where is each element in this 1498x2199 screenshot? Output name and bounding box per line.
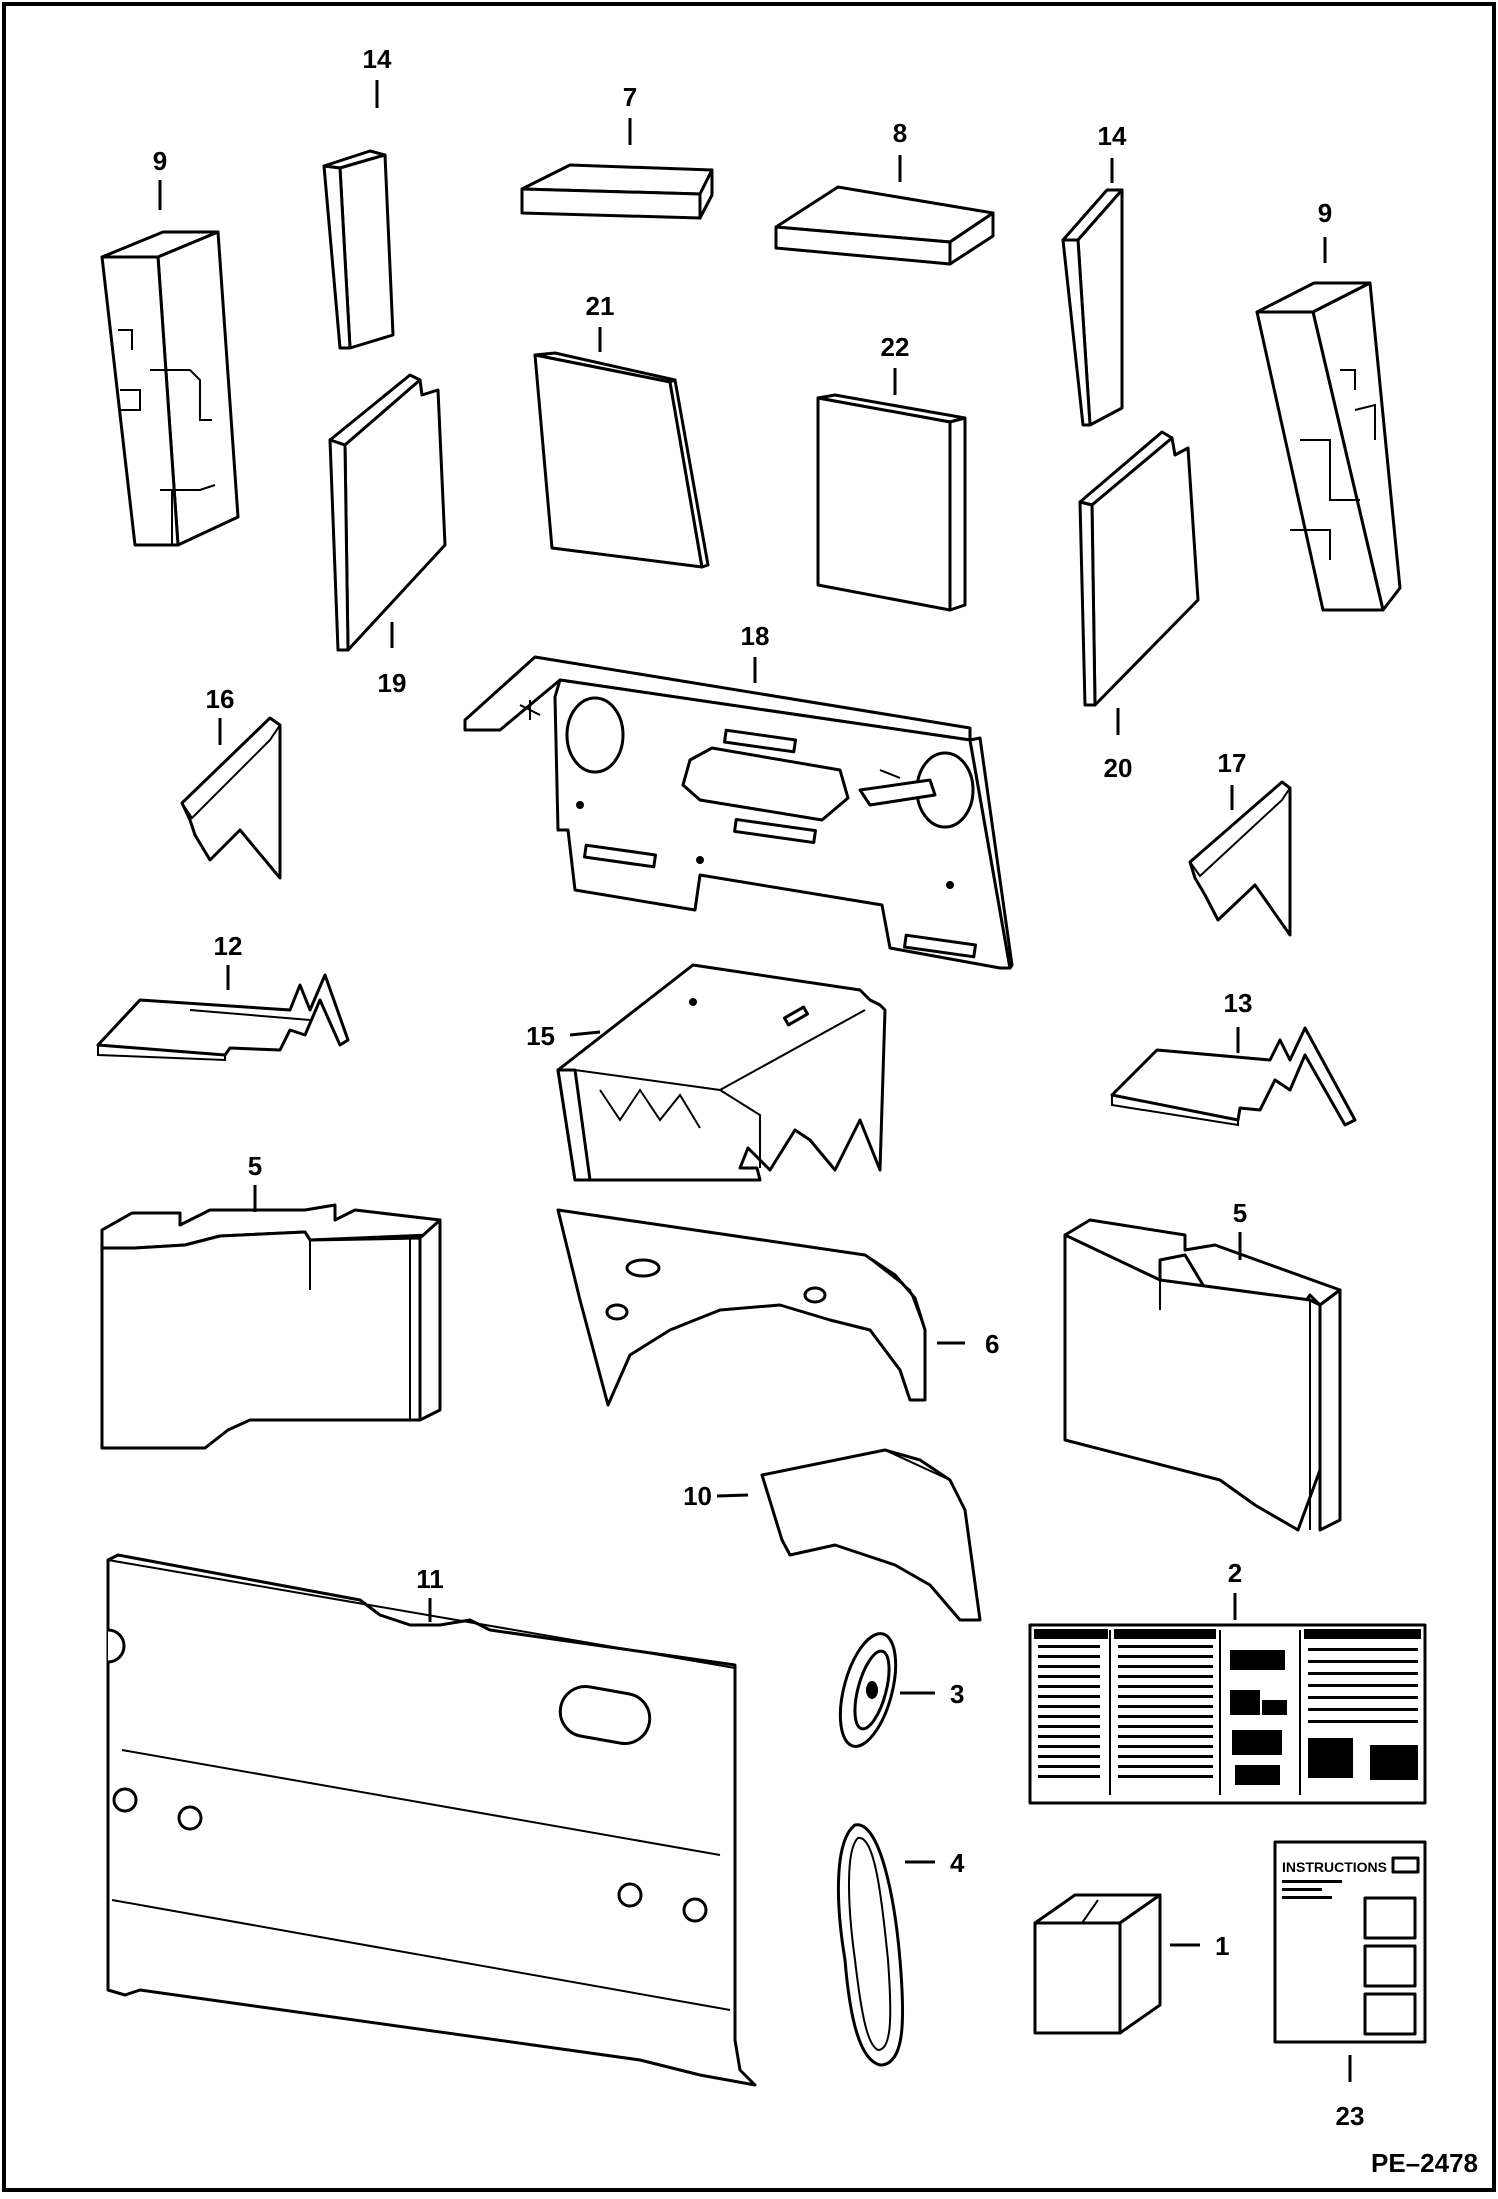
part-17-foam-corner bbox=[1188, 780, 1292, 937]
part-22-foam-panel bbox=[816, 393, 967, 612]
part-16-foam-corner bbox=[180, 716, 282, 880]
callout-label: 21 bbox=[586, 291, 615, 321]
part-18-rear-panel bbox=[463, 655, 1014, 970]
callout-label: 14 bbox=[1098, 121, 1127, 151]
part-12-foam-strip bbox=[1061, 188, 1124, 427]
callout-label: 6 bbox=[985, 1329, 999, 1359]
callout-label: 22 bbox=[881, 332, 910, 362]
callout-label: 23 bbox=[1336, 2101, 1365, 2131]
callout-label: 14 bbox=[363, 44, 392, 74]
leader-lines bbox=[158, 80, 1352, 2082]
callout-label: 17 bbox=[1218, 748, 1247, 778]
part-5-left-foam-block bbox=[100, 1203, 442, 1450]
part-9-right-foam-block bbox=[1255, 281, 1402, 612]
callout-label: 9 bbox=[1318, 198, 1332, 228]
callout-label: 20 bbox=[1104, 753, 1133, 783]
callout-label: 2 bbox=[1228, 1558, 1242, 1588]
callout-label: 13 bbox=[1224, 988, 1253, 1018]
part-21-foam-panel bbox=[533, 351, 710, 569]
callout-label: 5 bbox=[1233, 1198, 1247, 1228]
part-13-foam-strip bbox=[322, 149, 395, 350]
callout-label: 10 bbox=[683, 1481, 712, 1511]
part-14-right-foam-channel bbox=[1110, 1026, 1357, 1127]
callout-label: 8 bbox=[893, 118, 907, 148]
part-9-left-foam-block bbox=[100, 230, 240, 547]
callout-label: 11 bbox=[416, 1564, 444, 1594]
callout-label: 15 bbox=[526, 1021, 555, 1051]
part-3-pulley bbox=[838, 1632, 898, 1748]
part-19-foam-panel bbox=[328, 373, 447, 652]
part-23-instructions-sheet: INSTRUCTIONS bbox=[1273, 1840, 1427, 2044]
part-2-decal-kit bbox=[1028, 1623, 1427, 1805]
instructions-heading: INSTRUCTIONS bbox=[1282, 1859, 1387, 1875]
callout-label: 7 bbox=[623, 82, 637, 112]
callout-label: 19 bbox=[378, 668, 407, 698]
part-10-foam-insert bbox=[760, 1448, 982, 1622]
part-4-drive-belt bbox=[836, 1823, 905, 2067]
part-1-box bbox=[1033, 1893, 1162, 2035]
part-6-fender-liner bbox=[556, 1208, 927, 1407]
part-15-center-cover bbox=[556, 963, 887, 1182]
callout-label: 3 bbox=[950, 1679, 964, 1709]
callout-label: 5 bbox=[248, 1151, 262, 1181]
part-8-foam-pad bbox=[774, 185, 995, 266]
callout-label: 12 bbox=[214, 931, 243, 961]
callout-label: 9 bbox=[153, 146, 167, 176]
callout-labels: 9 14 7 8 14 9 21 22 19 20 18 16 17 12 13… bbox=[153, 44, 1365, 2131]
part-7-foam-pad bbox=[520, 163, 714, 220]
callout-label: 18 bbox=[741, 621, 770, 651]
part-14-left-foam-channel bbox=[96, 973, 350, 1062]
callout-label: 4 bbox=[950, 1848, 965, 1878]
drawing-id: PE–2478 bbox=[1371, 2148, 1478, 2178]
part-5-right-foam-block bbox=[1063, 1218, 1342, 1532]
part-11-side-panel bbox=[106, 1553, 757, 2087]
callout-label: 1 bbox=[1215, 1931, 1229, 1961]
callout-label: 16 bbox=[206, 684, 235, 714]
part-20-foam-panel bbox=[1078, 430, 1200, 707]
